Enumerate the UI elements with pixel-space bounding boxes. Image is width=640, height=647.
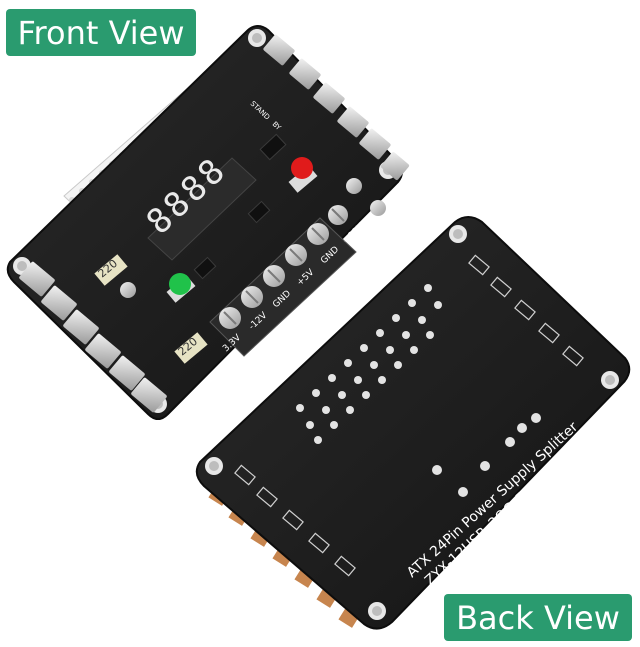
front-board: 8888 3.3V -12V GND +5V GND +12V	[6, 25, 410, 420]
back-mounting-holes	[205, 225, 619, 620]
back-atx-pads	[296, 284, 442, 444]
back-pcb	[195, 216, 631, 630]
green-led	[169, 273, 191, 295]
capacitors	[120, 178, 386, 298]
status-leds	[166, 157, 318, 303]
front-usb-ports-top	[263, 34, 410, 180]
back-usb-outlines	[234, 254, 584, 577]
back-terminal-pads	[432, 413, 541, 497]
ic-chips	[193, 133, 287, 280]
red-led	[291, 157, 313, 179]
back-view-label: Back View	[444, 594, 632, 641]
front-usb-ports-left	[19, 261, 167, 413]
screw-terminal-block	[209, 205, 357, 357]
front-view-label: Front View	[6, 9, 196, 56]
